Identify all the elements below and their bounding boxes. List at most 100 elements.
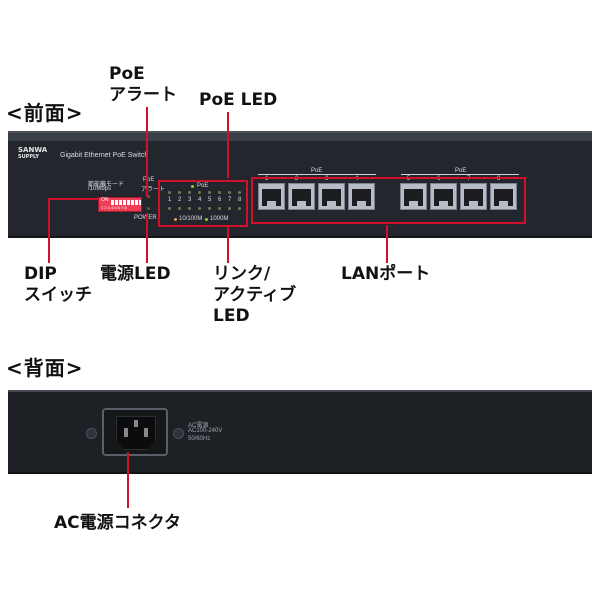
port-number-8: 8 [497, 176, 501, 182]
lan-port-6[interactable] [430, 183, 457, 210]
port-number-1: 1 [265, 176, 269, 182]
dip-switch-callout: DIP スイッチ [24, 264, 92, 306]
ac-pin-right [144, 428, 148, 437]
poe-led-panel-label: PoE [197, 183, 209, 189]
dip-switch-3[interactable] [119, 200, 122, 205]
rear-title: <背面> [6, 356, 84, 380]
rear-panel: AC電源 AC100-240V 50/60Hz [8, 390, 592, 474]
power-led-callout: 電源LED [100, 264, 171, 284]
dip-switch-callout-line1: DIP [24, 264, 57, 284]
dip-label-line2: /10Mbps [88, 186, 112, 192]
dip-switch-2[interactable] [115, 200, 118, 205]
dip-switch-5[interactable] [127, 200, 130, 205]
ac-inlet[interactable] [102, 408, 168, 456]
poe-alert-callout-line2: アラート [109, 85, 177, 105]
led-highlight-box [158, 180, 248, 227]
link-led-3 [188, 207, 191, 210]
dip-switch[interactable]: ON 1 2 3 4 5 6 7 8 [98, 197, 142, 212]
port-group-line-2 [401, 174, 519, 175]
speed-1000-dot [205, 218, 208, 221]
front-panel-top-edge [8, 133, 592, 141]
port-number-4: 4 [355, 176, 359, 182]
led-number-4: 4 [198, 197, 202, 203]
link-led-4 [198, 207, 201, 210]
ac-text-line2: AC100-240V [188, 428, 223, 434]
led-number-1: 1 [168, 197, 172, 203]
poe-alert-panel-label-2: アラート [141, 187, 166, 193]
link-led-6 [218, 207, 221, 210]
ac-pin-center [134, 420, 138, 427]
link-led-8 [238, 207, 241, 210]
dip-label-line1: 節能機モード [88, 182, 125, 188]
dip-numbers: 1 2 3 4 5 6 7 8 [101, 205, 127, 210]
link-led-2 [178, 207, 181, 210]
poe-led-6 [218, 191, 221, 194]
lan-port-8[interactable] [490, 183, 517, 210]
link-led-1 [168, 207, 171, 210]
link-led-callout-line1: リンク/ [213, 264, 271, 284]
lan-port-3[interactable] [318, 183, 345, 210]
dip-switch-8[interactable] [139, 200, 141, 205]
ac-pin-left [124, 428, 128, 437]
speed-10-100-label: 10/100M [179, 216, 203, 222]
poe-alert-callout: PoE アラート [109, 64, 177, 106]
front-title: <前面> [6, 101, 84, 125]
brand-logo-line1: SANWA [18, 146, 48, 154]
port-number-3: 3 [325, 176, 329, 182]
poe-led-5 [208, 191, 211, 194]
poe-led-callout: PoE LED [199, 90, 278, 110]
dip-on-label: ON [101, 197, 109, 203]
lan-port-4[interactable] [348, 183, 375, 210]
led-number-2: 2 [178, 197, 182, 203]
lan-port-2[interactable] [288, 183, 315, 210]
poe-alert-callout-line1: PoE [109, 64, 145, 84]
rear-screw-right [173, 428, 184, 439]
ac-connector-pointer [127, 452, 129, 508]
power-led [147, 207, 150, 210]
lan-port-7[interactable] [460, 183, 487, 210]
poe-led-4 [198, 191, 201, 194]
link-led-5 [208, 207, 211, 210]
led-number-8: 8 [238, 197, 242, 203]
dip-switch-1[interactable] [111, 200, 114, 205]
dip-pointer [48, 198, 50, 263]
led-number-3: 3 [188, 197, 192, 203]
poe-alert-panel-label-1: PoE [143, 177, 155, 183]
power-led-pointer [146, 213, 148, 263]
link-led-7 [228, 207, 231, 210]
poe-led-3 [188, 191, 191, 194]
model-name: Gigabit Ethernet PoE Switch [60, 152, 149, 159]
port-group-label-1: PoE [311, 168, 323, 174]
lan-port-callout: LANポート [341, 264, 431, 284]
dip-switch-7[interactable] [135, 200, 138, 205]
speed-10-100-dot [174, 218, 177, 221]
port-group-line-1 [258, 174, 376, 175]
led-number-6: 6 [218, 197, 222, 203]
lan-port-5[interactable] [400, 183, 427, 210]
ac-text-line3: 50/60Hz [188, 436, 211, 442]
ac-inlet-socket [116, 416, 156, 450]
brand-logo-line2: SUPPLY [18, 154, 40, 160]
poe-led-1 [168, 191, 171, 194]
poe-alert-pointer [146, 107, 148, 197]
speed-1000-label: 1000M [210, 216, 229, 222]
port-number-2: 2 [295, 176, 299, 182]
port-number-6: 6 [437, 176, 441, 182]
poe-led-indicator-dot [191, 185, 194, 188]
link-led-callout-line3: LED [213, 306, 250, 326]
link-led-callout-line2: アクティブ [213, 285, 297, 305]
lan-port-1[interactable] [258, 183, 285, 210]
dip-switch-4[interactable] [123, 200, 126, 205]
dip-switch-6[interactable] [131, 200, 134, 205]
rear-screw-left [86, 428, 97, 439]
lan-port-pointer [386, 225, 388, 263]
ac-connector-callout: AC電源コネクタ [54, 513, 181, 533]
link-led-callout: リンク/ アクティブ LED [213, 264, 296, 327]
led-number-7: 7 [228, 197, 232, 203]
poe-led-7 [228, 191, 231, 194]
lan-port-highlight-box [251, 177, 526, 224]
brand-logo: SANWA SUPPLY [18, 147, 47, 161]
link-led-pointer [227, 225, 229, 263]
dip-switch-callout-line2: スイッチ [24, 285, 92, 305]
dip-pointer-horizontal [48, 198, 98, 200]
